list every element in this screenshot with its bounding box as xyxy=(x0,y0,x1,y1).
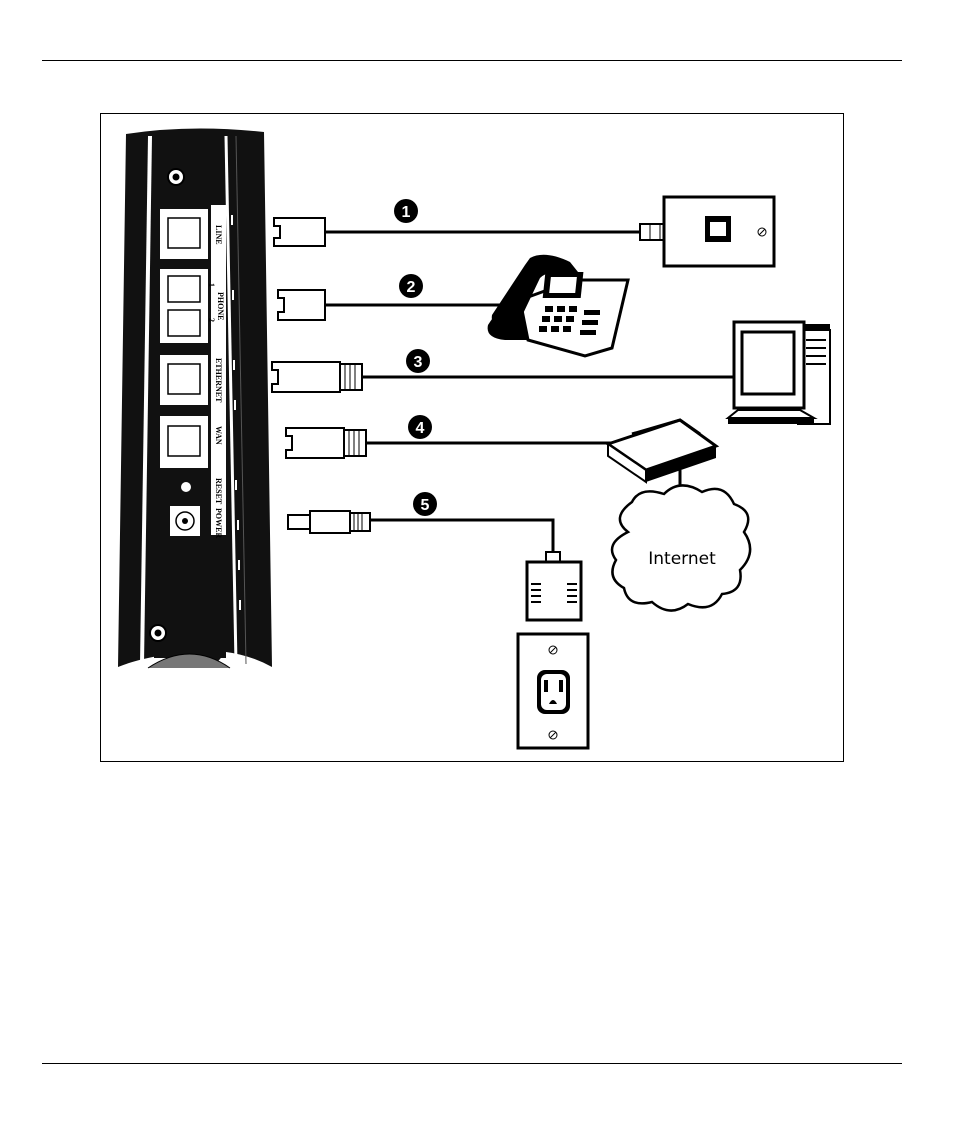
label-reset: RESET xyxy=(214,478,223,505)
phone-ports xyxy=(160,269,208,343)
connection-3-number: 3 xyxy=(414,354,423,371)
computer-icon xyxy=(728,322,830,424)
internet-cloud-icon: Internet xyxy=(612,485,750,610)
label-phone: PHONE xyxy=(216,292,225,320)
label-wan: WAN xyxy=(214,426,223,445)
power-outlet-icon xyxy=(518,634,588,748)
label-phone-2: 2 xyxy=(207,318,216,322)
label-ethernet: ETHERNET xyxy=(214,358,223,403)
reset-button xyxy=(181,482,191,492)
connection-5-number: 5 xyxy=(421,497,430,514)
connection-2-number: 2 xyxy=(407,279,416,296)
ethernet-port xyxy=(160,355,208,405)
device-back-panel: LINE PHONE 1 2 ETHERNET WAN RESET POWER xyxy=(118,128,272,668)
wan-port xyxy=(160,416,208,468)
connection-1-number: 1 xyxy=(402,204,411,221)
connection-4-number: 4 xyxy=(416,420,425,437)
internet-label: Internet xyxy=(648,549,716,569)
label-line: LINE xyxy=(214,225,223,245)
label-phone-1: 1 xyxy=(207,283,216,287)
power-adapter-icon xyxy=(527,552,581,620)
line-port xyxy=(160,209,208,259)
label-power: POWER xyxy=(214,508,223,538)
